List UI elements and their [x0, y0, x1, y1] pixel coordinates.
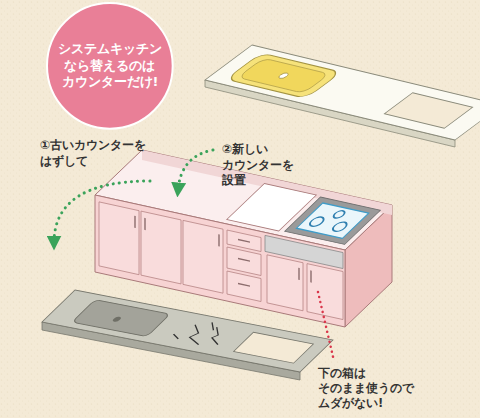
cabinet-part-part	[298, 268, 299, 280]
cabinet-part-part	[141, 211, 181, 284]
new-counter-part-part	[277, 72, 290, 79]
old-counter-part-part	[42, 290, 333, 372]
circle-text: システムキッチン なら替えるのは カウンターだけ!	[58, 41, 162, 92]
cabinet-part-part	[307, 216, 326, 227]
cabinet-part-part	[218, 234, 219, 246]
move-arrows-part	[54, 181, 150, 243]
cabinet-part-part	[227, 271, 261, 301]
new-counter-part-part	[384, 93, 472, 128]
old-counter-part-part	[170, 318, 220, 343]
new-counter-part	[205, 45, 480, 140]
cabinet-part-part	[330, 221, 349, 232]
cabinet-part-part	[144, 218, 145, 230]
cabinet-part-part	[285, 197, 381, 244]
note-label: 下の箱は そのまま使うので ムダがない!	[318, 366, 414, 411]
cabinet-part-part	[310, 271, 311, 283]
old-counter-part-part	[234, 332, 314, 363]
old-counter-part-part	[72, 300, 170, 337]
note-label: ②新しい カウンターを 設置	[222, 142, 294, 189]
old-counter-part-part	[111, 316, 122, 322]
cabinet-part-part	[183, 220, 223, 293]
old-counter-part	[42, 290, 333, 372]
cabinet-part-part	[296, 203, 368, 238]
note-label: ①古いカウンターを はずして	[40, 138, 146, 169]
old-counter-part-part	[202, 327, 233, 345]
new-counter	[205, 45, 480, 147]
leader-line	[318, 292, 334, 361]
cabinet-part-part	[238, 258, 250, 261]
circle-outline	[47, 3, 173, 129]
move-arrows-part	[178, 150, 213, 190]
old-counter-part-part	[179, 325, 216, 345]
cabinet-part-part	[307, 264, 343, 320]
cabinet-part-part	[99, 202, 139, 275]
cabinet-part-part	[331, 210, 347, 219]
cabinet-part-part	[238, 283, 250, 286]
cabinet-part-part	[238, 239, 250, 242]
cabinet-part-part	[267, 255, 303, 311]
cabinet-part-part	[227, 247, 261, 275]
cabinet-part-part	[134, 216, 135, 228]
old-counter	[42, 290, 333, 380]
new-counter-part-part	[226, 53, 341, 98]
new-counter-part-part	[205, 45, 480, 140]
new-counter-part-part	[238, 58, 330, 93]
pink-circle: システムキッチン なら替えるのは カウンターだけ!	[46, 2, 174, 130]
